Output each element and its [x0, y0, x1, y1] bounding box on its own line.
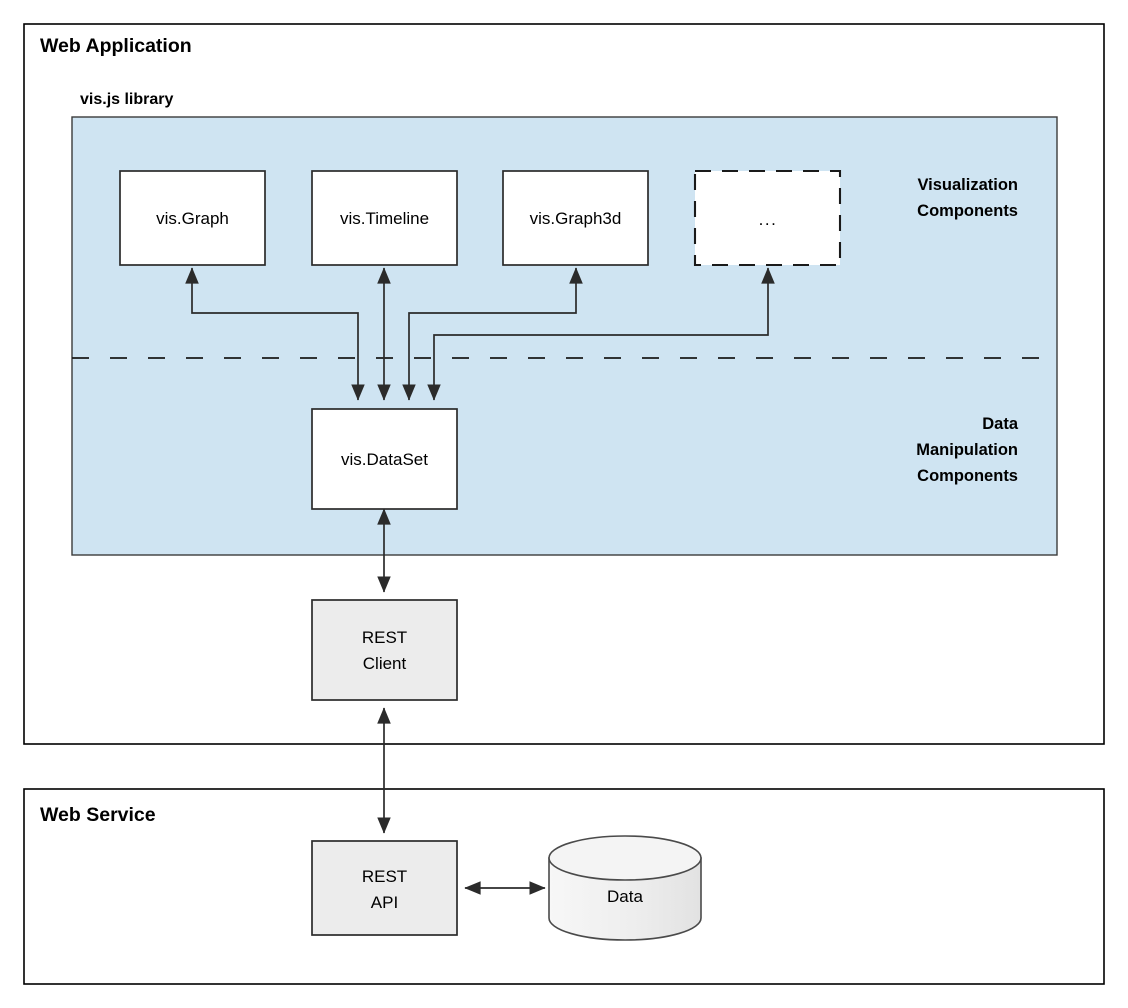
data-manipulation-label-line2: Manipulation [916, 441, 1018, 459]
web-application-title: Web Application [40, 35, 192, 57]
node-vis-graph3d[interactable] [502, 170, 649, 266]
node-data-store-label: Data [607, 887, 643, 906]
visjs-library-title: vis.js library [80, 91, 173, 108]
node-rest-api-label-line1: REST [362, 867, 407, 886]
node-rest-client-label-line2: Client [363, 654, 407, 673]
visualization-components-label-line2: Components [917, 202, 1018, 220]
node-vis-graph[interactable] [119, 170, 266, 266]
data-manipulation-label-line1: Data [982, 415, 1019, 433]
connector-vis-graph-dataset [185, 267, 365, 401]
node-more-components-label: ... [759, 210, 778, 229]
web-service-title: Web Service [40, 804, 156, 826]
node-rest-client[interactable] [311, 599, 458, 701]
node-vis-timeline-label: vis.Timeline [340, 209, 429, 228]
node-more-components[interactable] [693, 169, 842, 267]
node-rest-api[interactable] [311, 840, 458, 936]
node-vis-dataset-label: vis.DataSet [341, 450, 428, 469]
data-manipulation-label-line3: Components [917, 467, 1018, 485]
node-rest-client-label-line1: REST [362, 628, 407, 647]
node-data-store[interactable] [548, 835, 702, 941]
node-vis-dataset[interactable] [311, 408, 458, 510]
node-vis-timeline[interactable] [311, 170, 458, 266]
visualization-components-label-line1: Visualization [917, 176, 1018, 194]
node-vis-graph3d-label: vis.Graph3d [530, 209, 622, 228]
node-vis-graph-label: vis.Graph [156, 209, 229, 228]
node-rest-api-label-line2: API [371, 893, 398, 912]
connector-more-dataset [427, 267, 775, 401]
